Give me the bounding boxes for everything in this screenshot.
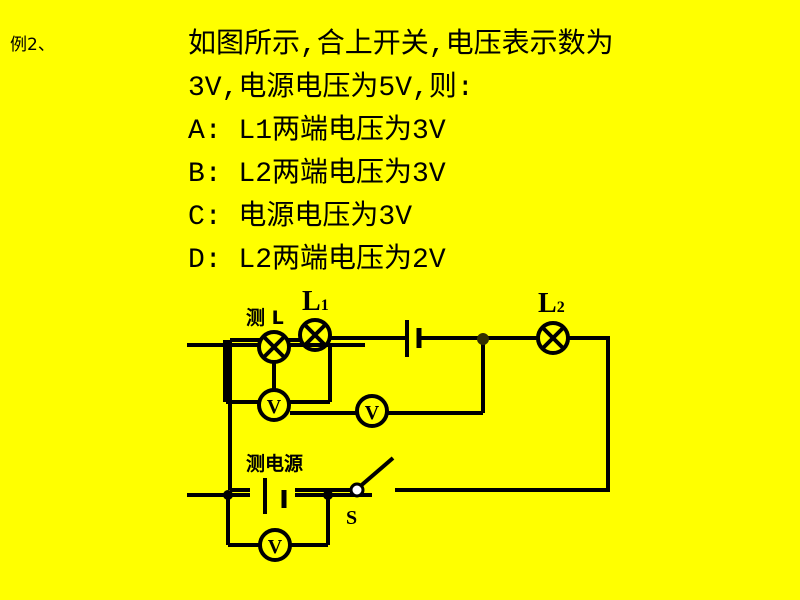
lamp-l2 bbox=[536, 321, 570, 355]
lamp-l1 bbox=[298, 318, 332, 352]
question-line: 3V,电源电压为5V,则: bbox=[188, 73, 474, 104]
switch bbox=[349, 456, 395, 498]
lamp-l bbox=[257, 330, 291, 364]
battery-top bbox=[405, 320, 422, 357]
option-b: B: L2两端电压为3V bbox=[188, 159, 446, 190]
label-l2: L2 bbox=[538, 288, 565, 319]
option-d: D: L2两端电压为2V bbox=[188, 245, 446, 276]
junction-node bbox=[477, 333, 489, 345]
option-c: C: 电源电压为3V bbox=[188, 202, 413, 233]
svg-text:V: V bbox=[268, 536, 283, 558]
voltmeter-l: V bbox=[257, 388, 291, 422]
svg-text:V: V bbox=[267, 396, 282, 418]
voltmeter-l2: V bbox=[355, 394, 389, 428]
question-line: 如图所示,合上开关,电压表示数为 bbox=[188, 30, 614, 61]
svg-text:V: V bbox=[365, 402, 380, 424]
voltmeter-source: V bbox=[258, 528, 292, 562]
battery-bottom bbox=[250, 478, 295, 514]
option-a: A: L1两端电压为3V bbox=[188, 116, 446, 147]
label-switch: S bbox=[346, 507, 357, 529]
label-measure-l: 测 L bbox=[246, 307, 284, 329]
label-measure-source: 测电源 bbox=[246, 452, 303, 475]
example-label: 例2、 bbox=[10, 35, 55, 55]
junction-node bbox=[323, 490, 333, 500]
question-text: 如图所示,合上开关,电压表示数为 3V,电源电压为5V,则: A: L1两端电压… bbox=[188, 24, 614, 282]
junction-node bbox=[223, 490, 233, 500]
label-l1: L1 bbox=[302, 286, 329, 317]
wires bbox=[187, 336, 610, 547]
